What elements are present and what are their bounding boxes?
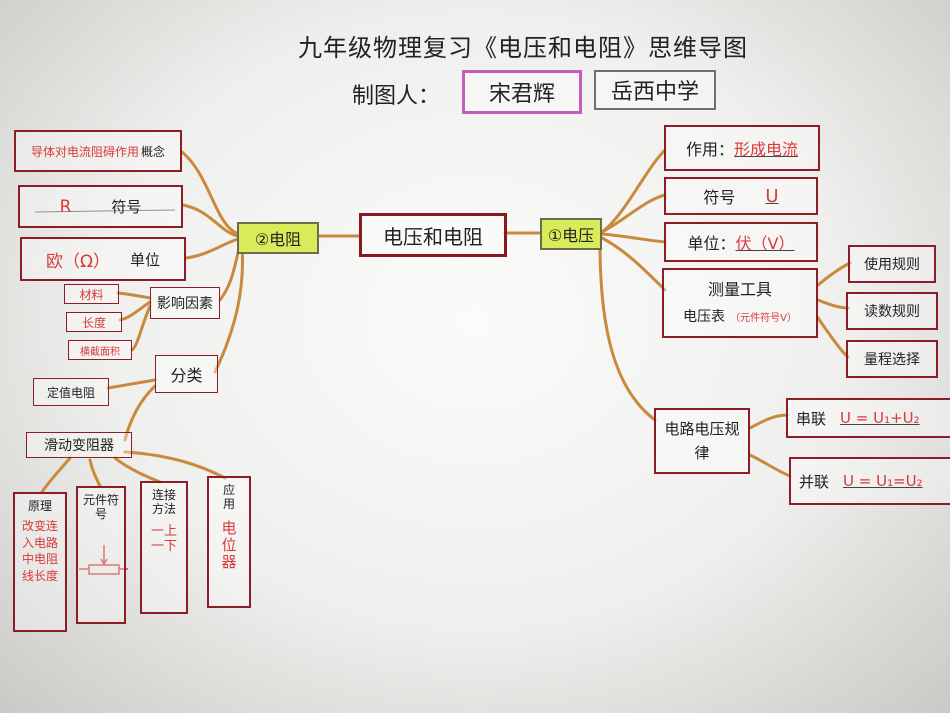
resistance-symbol-box: R 符号	[18, 185, 183, 228]
link-rule-3	[816, 316, 850, 359]
link-detail-1	[40, 456, 72, 494]
rule-range-label: 量程选择	[864, 352, 920, 368]
voltage-unit-box: 单位： 伏（V）	[664, 222, 818, 262]
voltage-tool-box: 测量工具 电压表 （元件符号V）	[662, 268, 818, 338]
element-symbol-label: 元件符号	[83, 493, 120, 521]
factor-item-3: 横截面积	[68, 340, 132, 360]
link-role	[600, 148, 667, 234]
rule-range-box: 量程选择	[846, 340, 938, 378]
rheostat-detail-symbol: 元件符号	[76, 486, 126, 624]
voltage-tool-value-b: （元件符号V）	[730, 313, 797, 324]
application-label: 应用	[222, 483, 235, 511]
circuit-voltage-label: 电路电压规律	[664, 420, 740, 462]
rule-use-label: 使用规则	[864, 257, 920, 273]
principle-value: 改变连入电路中电阻线长度	[21, 518, 58, 584]
link-detail-2	[88, 458, 102, 488]
author-name-tag: 宋君辉	[462, 70, 582, 114]
link-factor-2	[118, 300, 152, 322]
voltage-symbol-value: U	[765, 185, 779, 207]
principle-label: 原理	[27, 499, 52, 513]
factors-label: 影响因素	[157, 296, 213, 312]
rheostat-box: 滑动变阻器	[26, 432, 132, 458]
rheostat-detail-application: 应用 电位器	[207, 476, 251, 608]
resistance-concept-box: 导体对电流阻碍作用 概念	[14, 130, 182, 172]
classify-label: 分类	[170, 366, 203, 385]
link-detail-3	[113, 456, 162, 484]
rheostat-detail-connection: 连接方法 一上一下	[140, 481, 188, 614]
resistance-concept-lead: 导体对电流阻碍作用	[30, 144, 139, 159]
factor-item-1-label: 材料	[79, 287, 104, 302]
factor-item-1: 材料	[64, 284, 119, 304]
link-fixed	[106, 378, 157, 390]
voltage-role-label: 作用：	[685, 140, 734, 159]
parallel-formula: U = U₁=U₂	[843, 472, 923, 490]
series-formula: U = U₁+U₂	[840, 409, 920, 427]
voltage-tool-values: 电压表 （元件符号V）	[683, 307, 797, 325]
voltage-tool-value-a: 电压表	[683, 309, 726, 325]
link-rule-1	[816, 261, 852, 287]
link-factor-1	[116, 291, 152, 300]
link-detail-4	[123, 450, 227, 480]
link-tool	[600, 236, 667, 292]
rule-read-label: 读数规则	[864, 304, 920, 320]
voltage-symbol-box: 符号 U	[664, 177, 818, 215]
link-classify	[213, 244, 244, 374]
series-box: 串联 U = U₁+U₂	[786, 398, 950, 438]
parallel-label: 并联	[799, 472, 830, 491]
voltage-symbol-label: 符号	[703, 188, 736, 207]
school-tag: 岳西中学	[594, 70, 716, 110]
classify-box: 分类	[155, 355, 218, 393]
page-title: 九年级物理复习《电压和电阻》思维导图	[298, 34, 748, 62]
author-name: 宋君辉	[488, 82, 555, 107]
resistance-node-label: ②电阻	[254, 230, 302, 249]
resistance-concept-tail: 概念	[141, 144, 166, 159]
link-rheostat	[123, 384, 157, 442]
application-value: 电位器	[221, 518, 237, 572]
circuit-voltage-box: 电路电压规律	[654, 408, 750, 474]
link-series	[748, 413, 789, 430]
voltage-tool-label: 测量工具	[707, 279, 772, 299]
voltage-node-label: ①电压	[547, 226, 595, 245]
voltage-role-box: 作用： 形成电流	[664, 125, 820, 171]
school-name: 岳西中学	[610, 80, 699, 105]
link-circuit	[598, 242, 657, 422]
link-concept	[180, 150, 240, 236]
rule-use-box: 使用规则	[848, 245, 936, 283]
voltage-unit-value: 伏（V）	[735, 234, 795, 253]
link-rule-2	[816, 298, 850, 310]
link-factor-3	[130, 304, 152, 352]
resistance-unit-value: 欧（Ω）	[45, 251, 110, 272]
factor-item-2: 长度	[66, 312, 122, 332]
link-vsymbol	[600, 193, 667, 234]
connection-label: 连接方法	[151, 488, 176, 516]
link-vunit	[600, 232, 667, 244]
link-symbol	[181, 203, 240, 238]
connection-value: 一上一下	[150, 523, 177, 554]
author-label: 制图人：	[352, 84, 441, 109]
fixed-resistor-box: 定值电阻	[33, 378, 109, 406]
rule-read-box: 读数规则	[846, 292, 938, 330]
resistance-unit-box: 欧（Ω） 单位	[20, 237, 186, 281]
link-unit	[184, 237, 240, 260]
series-label: 串联	[796, 409, 827, 428]
voltage-role-value: 形成电流	[734, 140, 799, 159]
center-topic-label: 电压和电阻	[383, 224, 483, 249]
center-topic: 电压和电阻	[359, 213, 507, 257]
voltage-node: ①电压	[540, 218, 602, 250]
factors-box: 影响因素	[150, 287, 220, 319]
factor-item-3-label: 横截面积	[80, 346, 120, 358]
link-parallel	[748, 453, 792, 478]
rheostat-symbol-icon	[79, 545, 128, 575]
rheostat-detail-principle: 原理 改变连入电路中电阻线长度	[13, 492, 67, 632]
voltage-unit-label: 单位：	[687, 234, 736, 253]
factor-item-2-label: 长度	[81, 315, 106, 330]
resistance-symbol-label: 符号	[111, 198, 142, 216]
parallel-box: 并联 U = U₁=U₂	[789, 457, 950, 505]
rheostat-label: 滑动变阻器	[44, 438, 114, 454]
resistance-symbol-value: R	[59, 196, 72, 217]
resistance-unit-label: 单位	[129, 250, 160, 269]
fixed-resistor-label: 定值电阻	[46, 385, 95, 400]
resistance-node: ②电阻	[237, 222, 319, 254]
